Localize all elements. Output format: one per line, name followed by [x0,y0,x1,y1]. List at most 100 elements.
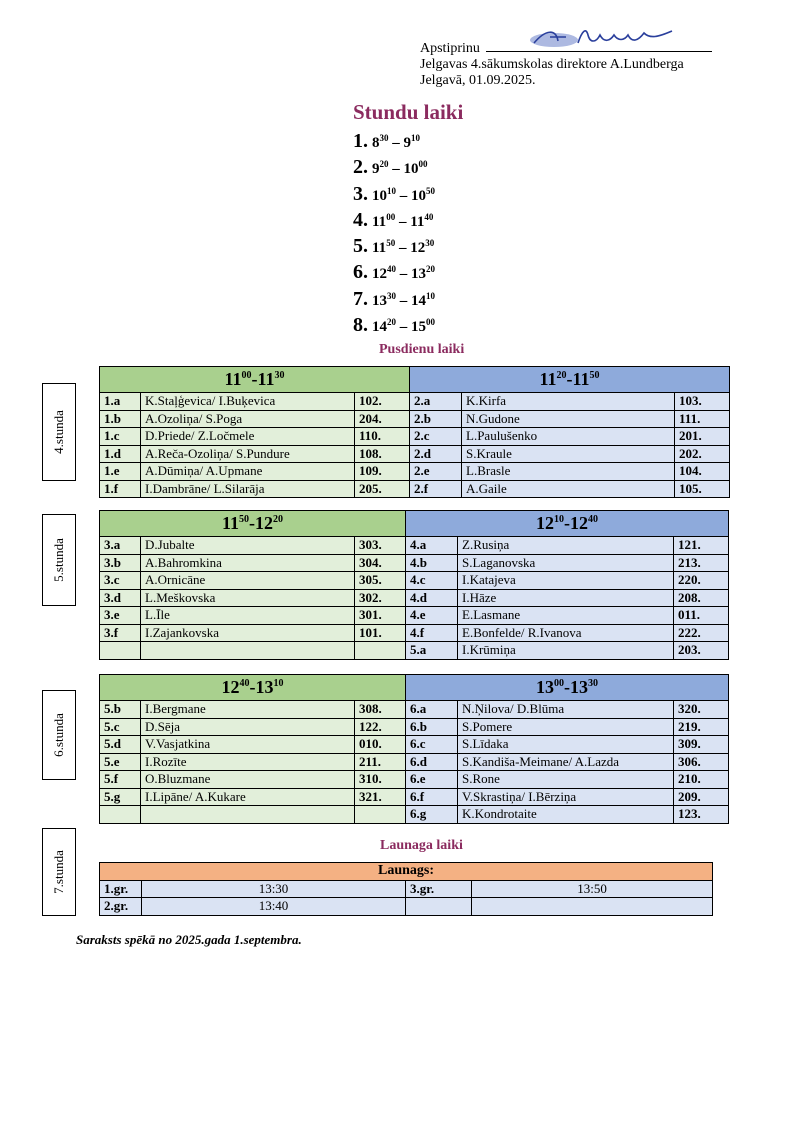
teacher-cell: K.Kirfa [461,392,675,411]
room-cell: 205. [354,479,410,498]
class-cell: 3.f [99,623,141,642]
room-cell: 320. [673,700,729,719]
time-slot-header: 1150-1220 [99,510,406,537]
room-cell: 111. [674,409,730,428]
class-cell: 6.b [405,717,458,736]
room-cell: 105. [674,479,730,498]
room-cell: 302. [354,588,406,607]
teacher-cell: O.Bluzmane [140,770,355,789]
teacher-cell: I.Dambrāne/ L.Silarāja [140,479,355,498]
room-cell: 101. [354,623,406,642]
room-cell: 201. [674,427,730,446]
room-cell: 123. [673,805,729,824]
teacher-cell: E.Lasmane [457,606,674,625]
group-label: 3.gr. [405,879,472,898]
group-label [405,897,472,916]
lesson-time: 1100 – 1140 [372,211,434,230]
signature-line [486,30,713,52]
time-slot-header: 1120-1150 [409,366,730,393]
teacher-cell: I.Hāze [457,588,674,607]
teacher-cell: L.Meškovska [140,588,355,607]
lesson-time: 1330 – 1410 [372,290,435,309]
class-cell: 1.f [99,479,141,498]
class-cell: 2.b [409,409,462,428]
teacher-cell: S.Kraule [461,444,675,463]
class-cell: 4.a [405,536,458,555]
room-cell: 303. [354,536,406,555]
class-cell: 1.b [99,409,141,428]
teacher-cell: S.Kandiša-Meimane/ A.Lazda [457,752,674,771]
lesson-number: 2. [353,156,368,179]
lesson-number: 7. [353,287,368,310]
room-cell [354,641,406,660]
room-cell: 011. [673,606,729,625]
validity-note: Saraksts spēkā no 2025.gada 1.septembra. [76,932,302,947]
room-cell: 102. [354,392,410,411]
time-slot-header: 1210-1240 [405,510,729,537]
class-cell: 5.g [99,787,141,806]
teacher-cell: Z.Rusiņa [457,536,674,555]
room-cell: 108. [354,444,410,463]
side-label-box: 6.stunda [42,690,76,780]
room-cell: 301. [354,606,406,625]
room-cell: 211. [354,752,406,771]
teacher-cell: D.Jubalte [140,536,355,555]
teacher-cell: A.Ornicāne [140,571,355,590]
class-cell: 3.a [99,536,141,555]
lesson-time: 830 – 910 [372,133,420,151]
class-cell: 1.c [99,427,141,446]
teacher-cell: I.Zajankovska [140,623,355,642]
teacher-cell: K.Kondrotaite [457,805,674,824]
lesson-time-row: 1. 830 – 910 [353,130,435,156]
snack-header: Launags: [98,862,714,881]
room-cell: 103. [674,392,730,411]
room-cell: 220. [673,571,729,590]
lesson-number: 5. [353,235,368,258]
teacher-cell: N.Ņilova/ D.Blūma [457,700,674,719]
side-label: 4.stunda [51,410,66,454]
approval-label: Apstiprinu [420,41,480,56]
time-slot-header: 1300-1330 [405,674,729,701]
class-cell: 5.e [99,752,141,771]
room-cell: 321. [354,787,406,806]
class-cell: 3.e [99,606,141,625]
time-slot-header: 1100-1130 [99,366,410,393]
room-cell: 208. [673,588,729,607]
page-title: Stundu laiki [353,100,464,124]
teacher-cell: L.Paulušenko [461,427,675,446]
class-cell: 6.g [405,805,458,824]
lesson-time: 1150 – 1230 [372,238,435,257]
class-cell: 6.d [405,752,458,771]
teacher-cell: I.Krūmiņa [457,641,674,660]
lesson-time: 1010 – 1050 [372,185,435,204]
teacher-cell: A.Ozoliņa/ S.Poga [140,409,355,428]
snack-title: Launaga laiki [380,838,463,853]
approval-block: Apstiprinu Jelgavas 4.sākumskolas direkt… [420,30,713,89]
signature-image [530,30,673,47]
room-cell: 109. [354,462,410,481]
side-label: 6.stunda [51,713,66,757]
class-cell: 5.d [99,735,141,754]
room-cell: 310. [354,770,406,789]
class-cell [99,641,141,660]
teacher-cell: S.Pomere [457,717,674,736]
lesson-time-row: 5. 1150 – 1230 [353,235,435,261]
class-cell: 6.e [405,770,458,789]
class-cell: 4.e [405,606,458,625]
room-cell: 122. [354,717,406,736]
teacher-cell: A.Dūmiņa/ A.Upmane [140,462,355,481]
